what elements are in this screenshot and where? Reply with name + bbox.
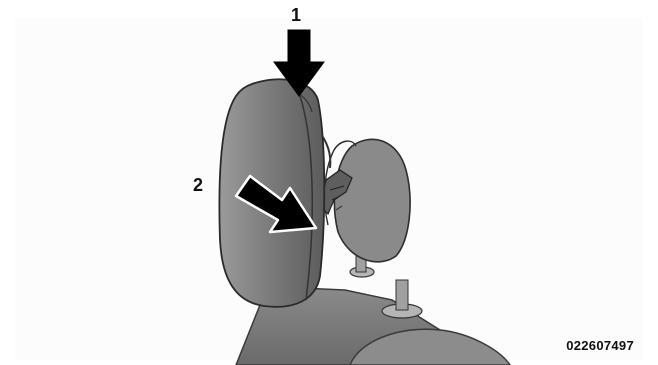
rear-headrest [334,139,410,261]
figure-code: 022607497 [566,338,634,353]
post-right [396,280,408,310]
callout-1: 1 [291,6,301,24]
callout-2: 2 [193,176,203,194]
